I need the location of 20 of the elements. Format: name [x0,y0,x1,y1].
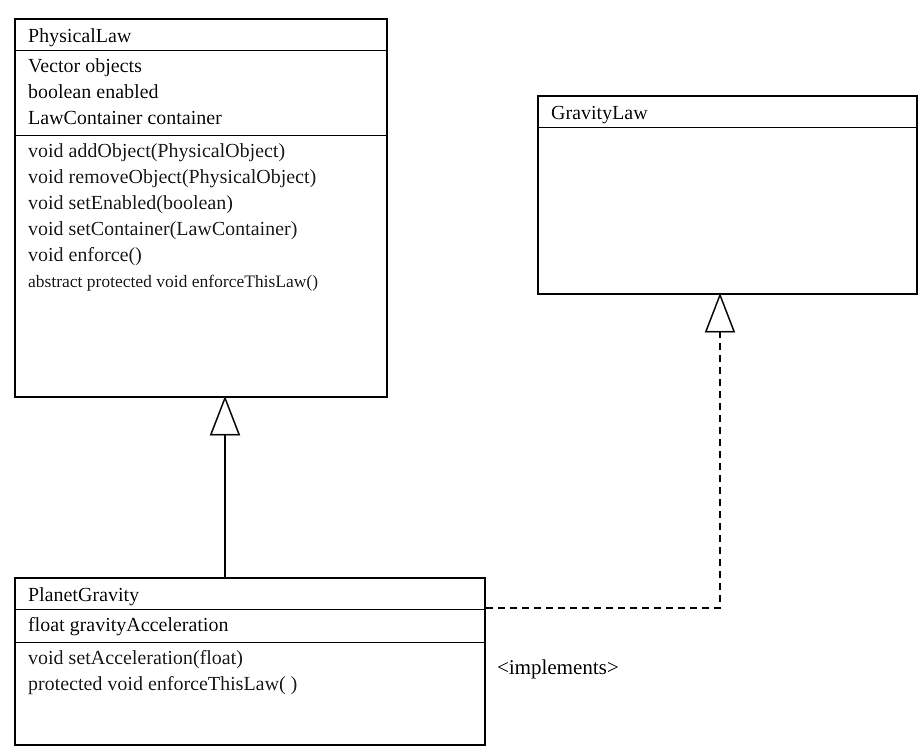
class-box [537,95,918,295]
method-text: void enforce() [28,243,143,268]
method-text: abstract protected void enforceThisLaw() [28,270,320,293]
method-text: void setEnabled(boolean) [28,191,234,216]
dashed-arrow [486,294,735,609]
attribute-text: boolean enabled [28,80,160,105]
attribute-text: float gravityAcceleration [28,613,230,638]
class-name: PlanetGravity [27,583,140,608]
class-name: GravityLaw [550,101,649,126]
method-text: void setAcceleration(float) [28,646,244,671]
attribute-text: LawContainer container [28,106,223,131]
method-text: void addObject(PhysicalObject) [28,139,286,164]
attribute-text: Vector objects [28,54,143,79]
method-text: void removeObject(PhysicalObject) [28,165,318,190]
class-name: PhysicalLaw [27,24,132,49]
arrow [210,397,240,577]
method-text: protected void enforceThisLaw( ) [28,672,298,697]
class-box [14,18,388,398]
method-text: void setContainer(LawContainer) [28,217,298,242]
class-box [14,577,486,746]
